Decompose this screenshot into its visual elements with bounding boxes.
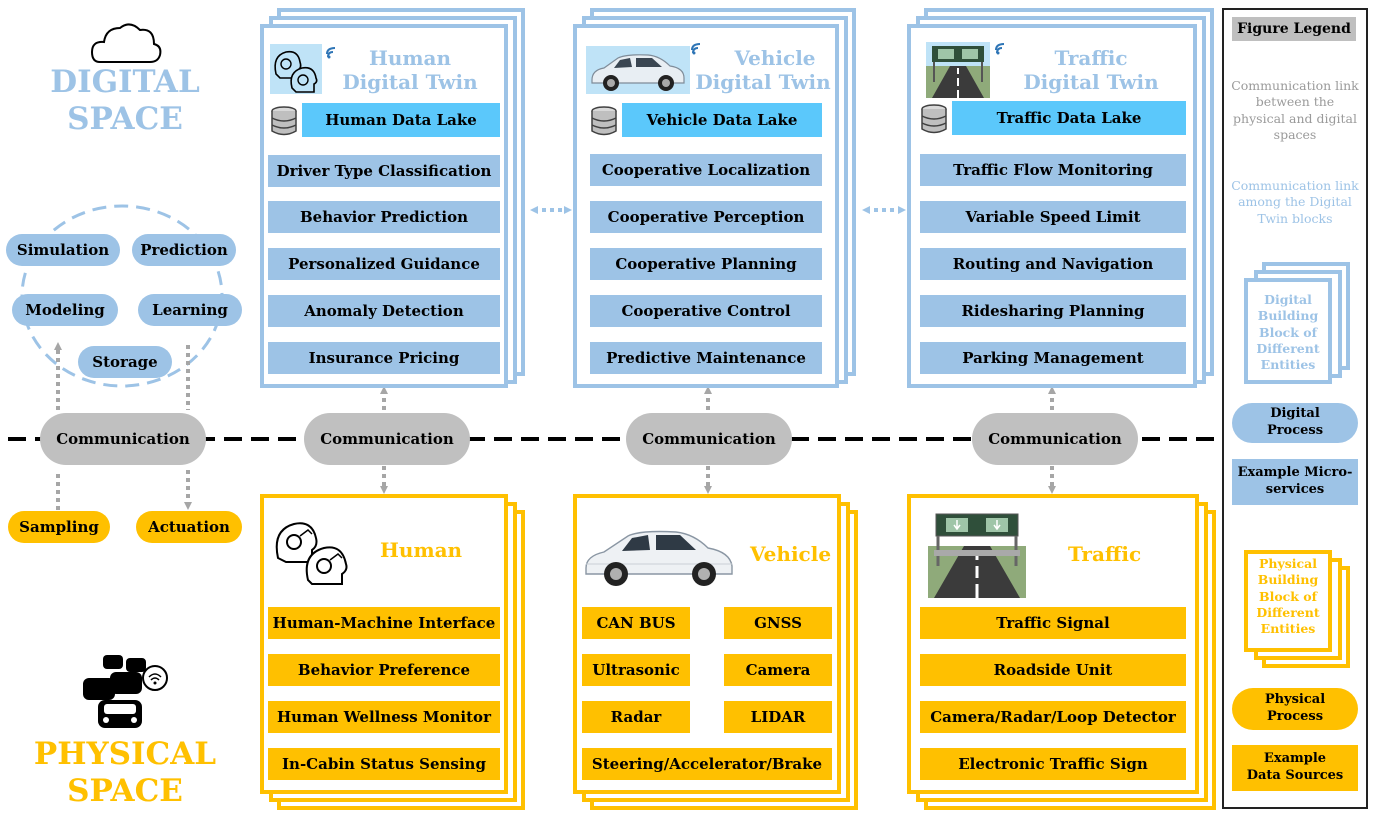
service-parking-management: Parking Management <box>920 342 1186 374</box>
traffic-road-icon <box>928 513 1026 598</box>
human-twin-title-line2: Digital Twin <box>342 70 478 94</box>
process-actuation: Actuation <box>136 511 242 543</box>
vehicle-data-lake: Vehicle Data Lake <box>622 103 822 137</box>
service-ridesharing-planning: Ridesharing Planning <box>920 295 1186 327</box>
human-data-lake: Human Data Lake <box>302 103 500 137</box>
traffic-physical-title: Traffic <box>1068 542 1142 566</box>
source-ultrasonic: Ultrasonic <box>582 654 690 686</box>
digital-space-title: DIGITAL SPACE <box>40 64 210 137</box>
source-lidar: LIDAR <box>724 701 832 733</box>
process-storage: Storage <box>78 346 172 378</box>
legend-digital-process: Digital Process <box>1232 403 1358 443</box>
traffic-road-icon <box>926 42 990 98</box>
vehicle-physical-title: Vehicle <box>750 542 832 566</box>
traffic-physical-block <box>907 494 1199 794</box>
physical-space-title: PHYSICAL SPACE <box>30 736 220 809</box>
legend-data-sources-label: Example Data Sources <box>1246 751 1344 783</box>
service-traffic-flow-monitoring: Traffic Flow Monitoring <box>920 154 1186 186</box>
legend-micro-services-label: Example Micro-services <box>1237 465 1353 497</box>
source-roadside-unit: Roadside Unit <box>920 654 1186 686</box>
database-icon <box>271 106 297 136</box>
source-radar: Radar <box>582 701 690 733</box>
service-cooperative-perception: Cooperative Perception <box>590 201 822 233</box>
communication-traffic: Communication <box>972 413 1138 465</box>
service-cooperative-localization: Cooperative Localization <box>590 154 822 186</box>
vehicle-twin-title: Vehicle Digital Twin <box>690 46 836 94</box>
legend-physical-block <box>1244 550 1332 652</box>
source-electronic-traffic-sign: Electronic Traffic Sign <box>920 748 1186 780</box>
human-physical-title: Human <box>380 538 463 562</box>
legend-micro-services: Example Micro-services <box>1232 459 1358 505</box>
digital-space-line1: DIGITAL <box>50 64 200 100</box>
legend-comm-twin-blocks: Communication link among the Digital Twi… <box>1231 178 1359 226</box>
process-sampling: Sampling <box>8 511 110 543</box>
physical-space-line2: SPACE <box>67 772 183 809</box>
source-human-wellness-monitor: Human Wellness Monitor <box>268 701 500 733</box>
process-modeling: Modeling <box>12 294 118 326</box>
legend-physical-block-label: Physical Building Block of Different Ent… <box>1256 556 1320 636</box>
legend-digital-block <box>1244 278 1332 384</box>
service-insurance-pricing: Insurance Pricing <box>268 342 500 374</box>
human-head-icon <box>275 522 348 585</box>
communication-vehicle: Communication <box>626 413 792 465</box>
service-cooperative-planning: Cooperative Planning <box>590 248 822 280</box>
source-steering-accelerator-brake: Steering/Accelerator/Brake <box>582 748 832 780</box>
traffic-twin-title: Traffic Digital Twin <box>1016 46 1166 94</box>
wifi-icon <box>995 43 1005 55</box>
service-cooperative-control: Cooperative Control <box>590 295 822 327</box>
process-prediction: Prediction <box>132 234 236 266</box>
database-icon <box>591 106 617 136</box>
service-variable-speed-limit: Variable Speed Limit <box>920 201 1186 233</box>
traffic-twin-title-line2: Digital Twin <box>1023 70 1159 94</box>
service-predictive-maintenance: Predictive Maintenance <box>590 342 822 374</box>
legend-physical-process: Physical Process <box>1232 688 1358 730</box>
legend-comm-physical-digital: Communication link between the physical … <box>1231 78 1359 142</box>
source-human-machine-interface: Human-Machine Interface <box>268 607 500 639</box>
human-twin-title-line1: Human <box>368 46 452 70</box>
service-behavior-prediction: Behavior Prediction <box>268 201 500 233</box>
source-traffic-signal: Traffic Signal <box>920 607 1186 639</box>
vehicle-twin-title-line2: Digital Twin <box>695 70 831 94</box>
database-icon <box>921 104 947 134</box>
digital-space-line2: SPACE <box>67 100 183 137</box>
car-icon <box>585 530 733 586</box>
source-camera-radar-loop-detector: Camera/Radar/Loop Detector <box>920 701 1186 733</box>
source-camera: Camera <box>724 654 832 686</box>
source-can-bus: CAN BUS <box>582 607 690 639</box>
service-personalized-guidance: Personalized Guidance <box>268 248 500 280</box>
process-simulation: Simulation <box>6 234 120 266</box>
service-driver-type-classification: Driver Type Classification <box>268 155 500 187</box>
source-behavior-preference: Behavior Preference <box>268 654 500 686</box>
physical-space-line1: PHYSICAL <box>33 736 217 772</box>
human-head-icon <box>270 44 322 94</box>
car-icon <box>586 46 690 94</box>
legend-data-sources: Example Data Sources <box>1232 745 1358 791</box>
service-routing-and-navigation: Routing and Navigation <box>920 248 1186 280</box>
process-learning: Learning <box>138 294 242 326</box>
legend-physical-process-label: Physical Process <box>1264 692 1326 724</box>
communication-human: Communication <box>304 413 470 465</box>
wifi-icon <box>326 47 336 59</box>
traffic-jam-icon <box>83 655 168 728</box>
source-gnss: GNSS <box>724 607 832 639</box>
cloud-icon <box>90 23 162 63</box>
legend-digital-process-label: Digital Process <box>1266 406 1324 438</box>
legend-title: Figure Legend <box>1232 17 1356 41</box>
legend-digital-block-label: Digital Building Block of Different Enti… <box>1256 292 1320 372</box>
traffic-twin-title-line1: Traffic <box>1054 46 1128 70</box>
traffic-data-lake: Traffic Data Lake <box>952 101 1186 135</box>
human-twin-title: Human Digital Twin <box>336 46 484 94</box>
vehicle-twin-title-line1: Vehicle <box>734 46 816 70</box>
communication-left: Communication <box>40 413 206 465</box>
source-in-cabin-status-sensing: In-Cabin Status Sensing <box>268 748 500 780</box>
wifi-icon <box>691 43 701 55</box>
service-anomaly-detection: Anomaly Detection <box>268 295 500 327</box>
